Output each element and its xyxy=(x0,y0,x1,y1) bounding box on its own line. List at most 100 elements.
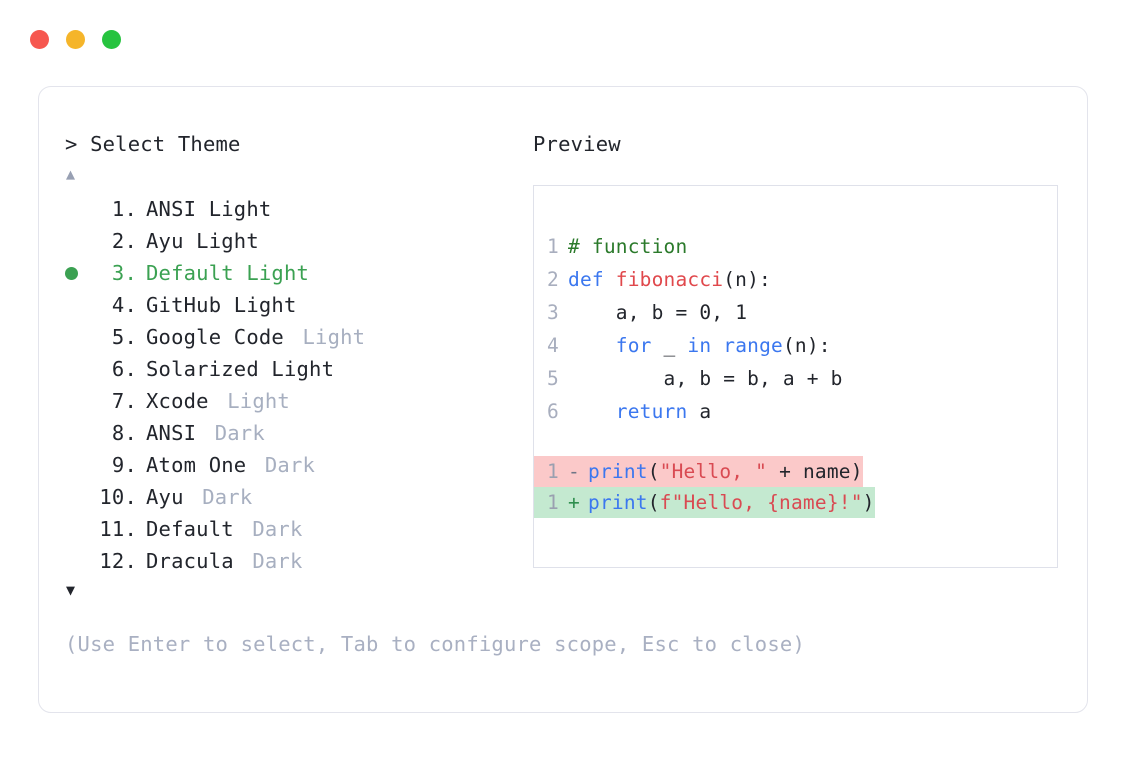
code-token xyxy=(711,334,723,357)
list-item[interactable]: 10. Ayu Dark xyxy=(65,481,533,513)
list-item-index: 5. xyxy=(111,325,137,349)
preview-label: Preview xyxy=(533,132,621,156)
list-item-index: 4. xyxy=(111,293,137,317)
list-item-variant-text: Light xyxy=(227,389,290,413)
code-token: return xyxy=(615,400,688,423)
list-item[interactable]: 6. Solarized Light xyxy=(65,353,533,385)
list-item-variant xyxy=(184,481,203,513)
list-item[interactable]: 9. Atom One Dark xyxy=(65,449,533,481)
code-token xyxy=(568,400,616,423)
theme-list: 1. ANSI Light 2. Ayu Light 3. xyxy=(65,193,533,577)
list-item-index: 11. xyxy=(99,517,137,541)
line-number: 1 xyxy=(547,460,559,483)
window-controls xyxy=(30,30,121,49)
scroll-up-icon[interactable]: ▲ xyxy=(66,165,76,183)
code-token: _ xyxy=(651,334,688,357)
list-item-index: 8. xyxy=(111,421,137,445)
list-item-variant xyxy=(209,385,228,417)
code-content: a, b = 0, 1 xyxy=(568,296,747,329)
page-title: Select Theme xyxy=(90,132,241,156)
list-item-label: Atom One xyxy=(146,453,247,477)
list-item-selected[interactable]: 3. Default Light xyxy=(65,257,533,289)
code-content: print(f"Hello, {name}!") xyxy=(588,487,875,518)
code-token: "Hello, " xyxy=(659,460,768,483)
code-line: 2 def fibonacci(n): xyxy=(534,263,1057,296)
list-item-variant-text: Dark xyxy=(214,421,265,445)
line-number: 4 xyxy=(547,334,559,357)
list-item-variant-text: Dark xyxy=(264,453,316,477)
code-token: print xyxy=(588,460,648,483)
list-item-index: 6. xyxy=(111,357,137,381)
code-token: 1 xyxy=(735,301,748,324)
list-item[interactable]: 12. Dracula Dark xyxy=(65,545,533,577)
preview-code-box: 1 # function 2 def fibonacci(n): 3 a, b … xyxy=(533,185,1058,568)
list-item-label: Dracula xyxy=(146,549,234,573)
list-item[interactable]: 7. Xcode Light xyxy=(65,385,533,417)
list-item-label: Google Code xyxy=(146,325,284,349)
list-item-variant-text: Dark xyxy=(252,549,303,573)
selection-bullet-cell xyxy=(65,482,91,514)
code-token: ) xyxy=(862,491,875,514)
list-item[interactable]: 8. ANSI Dark xyxy=(65,417,533,449)
minimize-window-button[interactable] xyxy=(66,30,85,49)
code-token: ( xyxy=(647,491,660,514)
list-item-index: 10. xyxy=(99,485,137,509)
code-token: a, b = xyxy=(568,301,700,324)
code-content: # function xyxy=(568,230,687,263)
list-item-variant-text: Light xyxy=(302,325,366,349)
code-token: f"Hello, {name}!" xyxy=(659,491,863,514)
diff-block: 1 - print("Hello, " + name) 1 + print(f"… xyxy=(534,456,1057,518)
line-number: 1 xyxy=(547,235,559,258)
selection-bullet-cell xyxy=(65,450,91,482)
list-item-index: 12. xyxy=(99,549,137,573)
selection-bullet-cell xyxy=(65,194,91,226)
code-content: def fibonacci(n): xyxy=(568,263,771,296)
code-line: 4 for _ in range(n): xyxy=(534,329,1057,362)
close-window-button[interactable] xyxy=(30,30,49,49)
code-token: fibonacci xyxy=(615,268,724,291)
list-item-label: Solarized Light xyxy=(146,357,335,381)
code-token: + name) xyxy=(767,460,863,483)
diff-line-added: 1 + print(f"Hello, {name}!") xyxy=(534,487,875,518)
list-item-variant xyxy=(196,417,215,449)
list-item-index: 9. xyxy=(111,453,137,477)
list-item[interactable]: 5. Google Code Light xyxy=(65,321,533,353)
list-item-label: Ayu Light xyxy=(146,229,259,253)
code-line: 5 a, b = b, a + b xyxy=(534,362,1057,395)
code-token: a, b = b, a + b xyxy=(568,367,843,390)
bullet-icon xyxy=(65,267,78,280)
theme-picker-card: > Select Theme ▲ 1. ANSI Light 2. Ayu xyxy=(38,86,1088,713)
selection-bullet-cell xyxy=(65,418,91,450)
code-token: print xyxy=(588,491,648,514)
list-item[interactable]: 2. Ayu Light xyxy=(65,225,533,257)
list-item[interactable]: 4. GitHub Light xyxy=(65,289,533,321)
zoom-window-button[interactable] xyxy=(102,30,121,49)
code-token: (n): xyxy=(723,268,771,291)
line-number: 1 xyxy=(547,491,559,514)
list-item-label: ANSI xyxy=(146,421,197,445)
prompt-title xyxy=(78,132,91,156)
list-item-index: 7. xyxy=(111,389,137,413)
theme-select-panel: > Select Theme ▲ 1. ANSI Light 2. Ayu xyxy=(65,131,805,657)
list-item-label: Default Light xyxy=(146,261,310,285)
diff-sign-plus-icon: + xyxy=(568,491,580,514)
list-item[interactable]: 11. Default Dark xyxy=(65,513,533,545)
code-token: def xyxy=(568,268,616,291)
list-item[interactable]: 1. ANSI Light xyxy=(65,193,533,225)
code-block: 1 # function 2 def fibonacci(n): 3 a, b … xyxy=(534,230,1057,428)
list-item-variant xyxy=(284,321,303,353)
code-line: 3 a, b = 0, 1 xyxy=(534,296,1057,329)
list-item-variant-text: Dark xyxy=(252,517,303,541)
prompt-header: > Select Theme xyxy=(65,131,533,157)
list-item-label: ANSI Light xyxy=(146,197,272,221)
prompt-caret-icon: > xyxy=(65,132,78,156)
selection-bullet-cell xyxy=(65,290,91,322)
list-item-label: GitHub Light xyxy=(146,293,297,317)
code-token: # function xyxy=(568,235,688,258)
scroll-down-icon[interactable]: ▼ xyxy=(66,581,76,599)
diff-line-removed: 1 - print("Hello, " + name) xyxy=(534,456,863,487)
list-item-label: Xcode xyxy=(146,389,209,413)
list-item-variant-text: Dark xyxy=(202,485,253,509)
list-item-label: Default xyxy=(146,517,234,541)
